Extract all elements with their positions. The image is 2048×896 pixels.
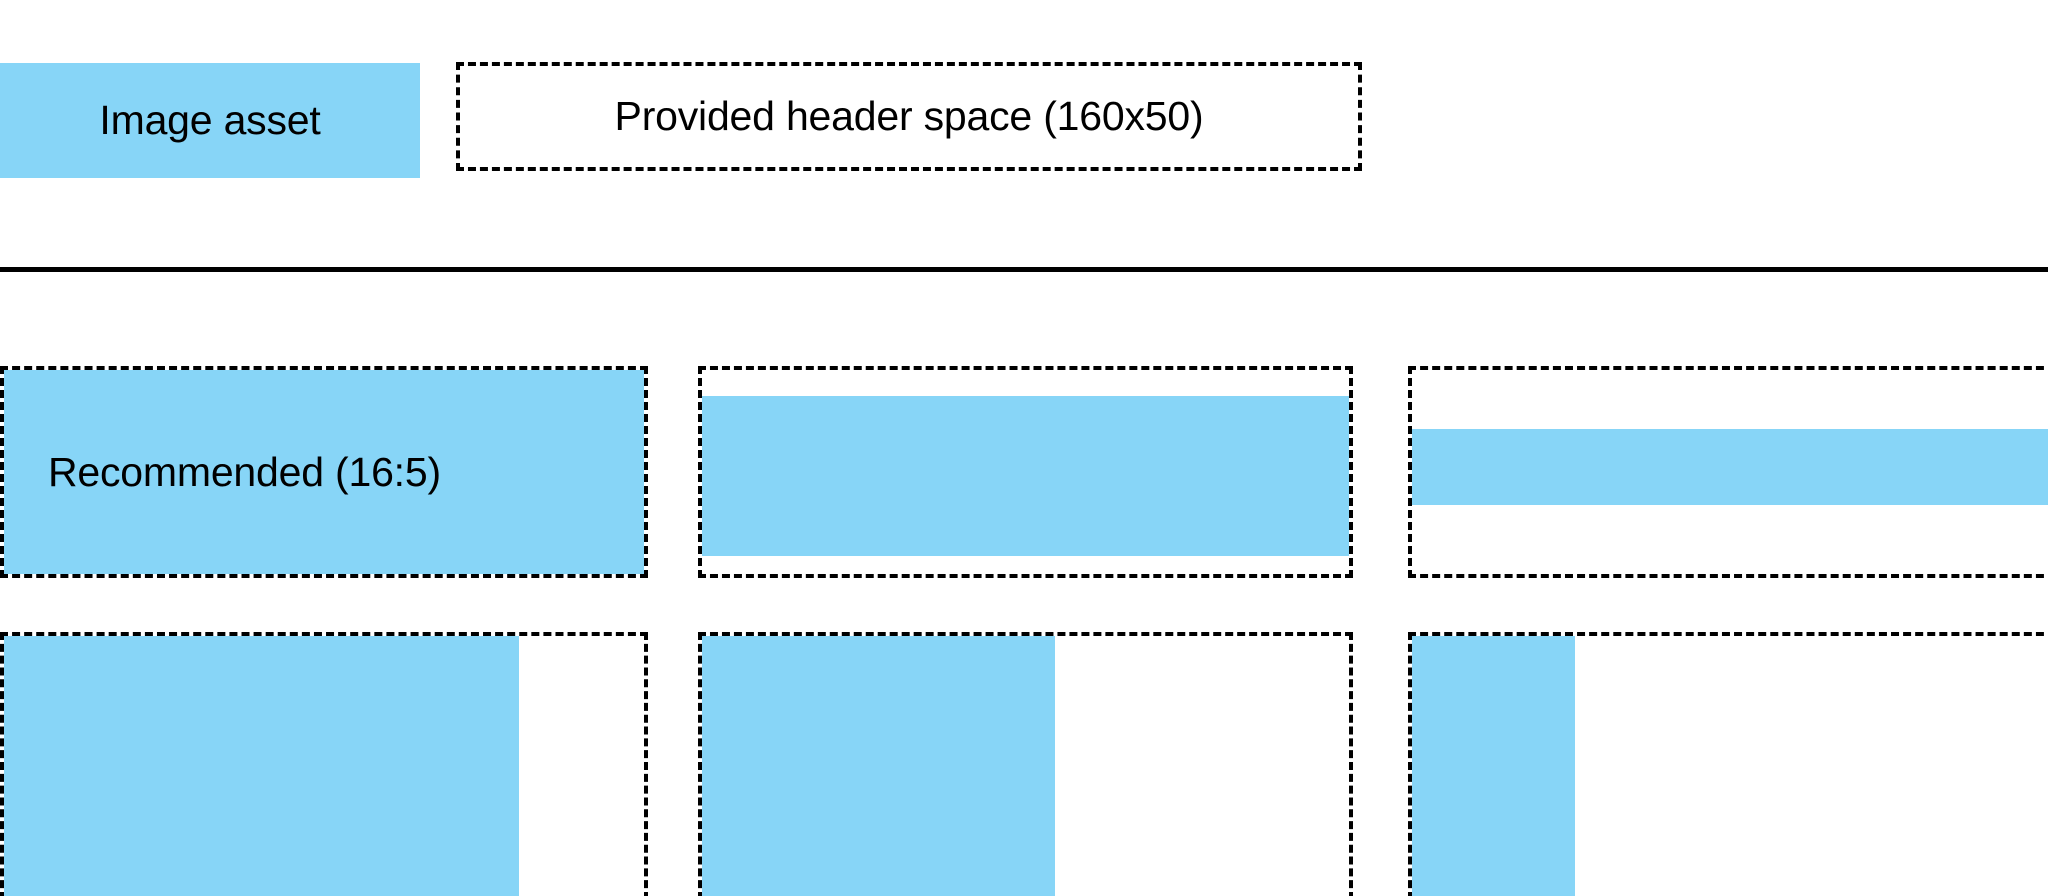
section-divider xyxy=(0,267,2048,272)
header-band: Image asset Provided header space (160x5… xyxy=(0,0,2048,268)
image-asset-swatch: Image asset xyxy=(0,63,420,178)
ratio-fill-partial-medium xyxy=(702,636,1055,896)
ratio-fill-wide-thin-band xyxy=(1412,429,2048,505)
ratio-cell-recommended-16-5: Recommended (16:5) xyxy=(0,366,648,578)
ratio-cell-partial-fill-narrow xyxy=(1408,632,2048,896)
recommended-ratio-label: Recommended (16:5) xyxy=(48,448,441,495)
ratio-fill-wide-shorter xyxy=(702,396,1349,556)
ratio-cell-partial-fill-medium xyxy=(698,632,1353,896)
ratio-fill-recommended-16-5 xyxy=(4,370,644,574)
ratio-cell-wide-thin-band-fill xyxy=(1408,366,2048,578)
ratio-cell-partial-fill-wide xyxy=(0,632,648,896)
provided-header-space-box: Provided header space (160x50) xyxy=(456,62,1362,171)
ratio-cell-wide-shorter-fill xyxy=(698,366,1353,578)
ratio-fill-partial-narrow xyxy=(1412,636,1576,896)
ratio-fill-partial-wide xyxy=(4,636,520,896)
provided-header-space-label: Provided header space (160x50) xyxy=(614,93,1204,139)
